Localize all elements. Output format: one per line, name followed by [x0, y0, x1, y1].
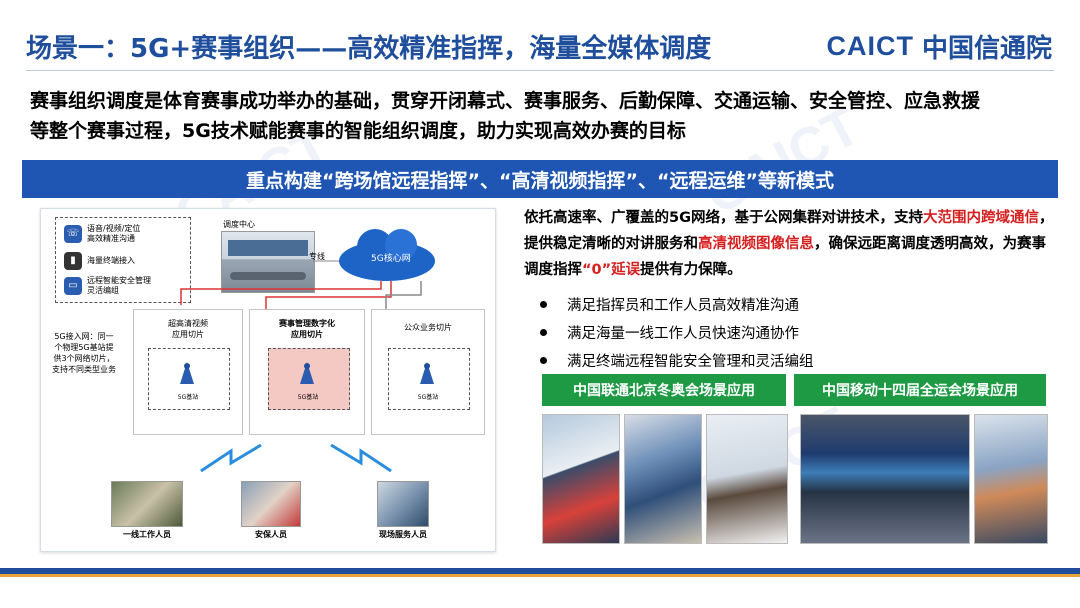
slice-uhd-video: 超高清视频应用切片 5G基站 [133, 309, 243, 435]
dedicated-line-label: 专线 [309, 252, 325, 261]
base-station-icon [420, 362, 434, 384]
list-item: 满足指挥员和工作人员高效精准沟通 [540, 290, 1060, 318]
legend-line: 远程智能安全管理 [87, 276, 151, 285]
case-label-mobile: 中国移动十四届全运会场景应用 [794, 374, 1046, 406]
para-text: 提供有力保障。 [640, 262, 742, 278]
base-station-label: 5G基站 [177, 394, 199, 401]
security-staff-photo [241, 481, 301, 527]
base-station-icon [300, 362, 314, 384]
list-item: 满足终端远程智能安全管理和灵活编组 [540, 346, 1060, 374]
slice-title-line: 赛事管理数字化 [279, 319, 335, 328]
service-staff-photo [377, 481, 429, 527]
bullet-text: 满足指挥员和工作人员高效精准沟通 [567, 297, 799, 314]
slice-title-line: 超高清视频 [168, 319, 208, 328]
description-paragraph: 依托高速率、广覆盖的5G网络，基于公网集群对讲技术，支持大范围内跨域通信，提供稳… [524, 205, 1060, 283]
dispatch-center-label: 调度中心 [223, 220, 255, 229]
footer-bar [0, 568, 1080, 574]
dispatch-center-image [221, 231, 315, 293]
mode-banner-text: 重点构建“跨场馆远程指挥”、“高清视频指挥”、“远程运维”等新模式 [246, 169, 834, 192]
case-label-text: 中国联通北京冬奥会场景应用 [573, 383, 755, 399]
legend-line: 语音/视频/定位 [87, 224, 141, 233]
service-staff-label: 现场服务人员 [379, 530, 427, 539]
slice-event-management: 赛事管理数字化应用切片 5G基站 [249, 309, 365, 435]
bullet-icon [540, 356, 547, 364]
bullet-icon [540, 328, 547, 336]
mode-banner: 重点构建“跨场馆远程指挥”、“高清视频指挥”、“远程运维”等新模式 [22, 160, 1058, 198]
slice-title-line: 应用切片 [172, 330, 204, 339]
capability-legend: ☏ 语音/视频/定位高效精准沟通 ▮ 海量终端接入 ▭ 远程智能安全管理灵活编组 [55, 217, 191, 303]
slice-title-line: 应用切片 [291, 330, 323, 339]
para-highlight: 大范围内跨域通信 [923, 210, 1039, 226]
case-label-text: 中国移动十四届全运会场景应用 [822, 383, 1018, 399]
frontline-staff-photo [111, 481, 183, 527]
case-label-unicom: 中国联通北京冬奥会场景应用 [542, 374, 786, 406]
winter-olympics-photo-2 [624, 414, 702, 544]
legend-line: 高效精准沟通 [87, 234, 135, 243]
terminal-icon: ▮ [64, 252, 82, 270]
walkie-talkie-icon: ☏ [64, 225, 82, 243]
intro-line-2: 等整个赛事过程，5G技术赋能赛事的智能组织调度，助力实现高效办赛的目标 [30, 120, 686, 142]
legend-item-terminals: ▮ 海量终端接入 [64, 252, 135, 270]
logo-latin: CAICT [826, 31, 914, 61]
legend-line: 海量终端接入 [87, 256, 135, 265]
slice-public-service: 公众业务切片 5G基站 [371, 309, 485, 435]
intro-text: 赛事组织调度是体育赛事成功举办的基础，贯穿开闭幕式、赛事服务、后勤保障、交通运输… [30, 86, 1060, 146]
para-text: 依托高速率、广覆盖的5G网络，基于公网集群对讲技术，支持 [524, 210, 923, 226]
header-divider [26, 70, 1054, 71]
legend-line: 灵活编组 [87, 286, 119, 295]
winter-olympics-photo-1 [542, 414, 620, 544]
intro-line-1: 赛事组织调度是体育赛事成功举办的基础，贯穿开闭幕式、赛事服务、后勤保障、交通运输… [30, 90, 981, 112]
bullet-text: 满足海量一线工作人员快速沟通协作 [567, 325, 799, 342]
page-title: 场景一：5G+赛事组织——高效精准指挥，海量全媒体调度 [26, 34, 712, 64]
winter-olympics-photo-3 [706, 414, 788, 544]
para-text: ，确保远距离调度透明高效，为赛事调度指挥 [524, 236, 1046, 278]
list-item: 满足海量一线工作人员快速沟通协作 [540, 318, 1060, 346]
network-slicing-diagram: ☏ 语音/视频/定位高效精准沟通 ▮ 海量终端接入 ▭ 远程智能安全管理灵活编组… [40, 208, 496, 552]
legend-item-voice: ☏ 语音/视频/定位高效精准沟通 [64, 224, 140, 244]
diagram-connectors [180, 260, 422, 309]
base-station-label: 5G基站 [297, 394, 319, 401]
para-highlight: 高清视频图像信息 [698, 236, 814, 252]
base-station-label: 5G基站 [417, 394, 439, 401]
core-network-cloud-icon [339, 229, 435, 281]
frontline-staff-label: 一线工作人员 [123, 530, 171, 539]
core-network-label: 5G核心网 [371, 254, 411, 264]
feature-bullets: 满足指挥员和工作人员高效精准沟通 满足海量一线工作人员快速沟通协作 满足终端远程… [540, 290, 1060, 374]
logo-chinese: 中国信通院 [921, 34, 1052, 64]
security-staff-label: 安保人员 [255, 530, 287, 539]
caict-logo: CAICT 中国信通院 [826, 28, 1052, 65]
para-highlight: “0”延误 [582, 262, 641, 278]
wireless-signal-icon [200, 443, 392, 473]
base-station-icon [180, 362, 194, 384]
access-network-note: 5G接入网：同一个物理5G基站提供3个网络切片，支持不同类型业务 [52, 332, 116, 374]
monitor-icon: ▭ [64, 277, 82, 295]
legend-item-security: ▭ 远程智能安全管理灵活编组 [64, 276, 151, 296]
bullet-icon [540, 300, 547, 308]
national-games-photo-1 [800, 414, 970, 544]
national-games-photo-2 [974, 414, 1048, 544]
slice-title-line: 公众业务切片 [404, 323, 452, 332]
bullet-text: 满足终端远程智能安全管理和灵活编组 [567, 353, 814, 370]
footer-accent [0, 574, 1080, 577]
para-text: ，提供稳定清晰的对讲服务和 [524, 210, 1054, 252]
